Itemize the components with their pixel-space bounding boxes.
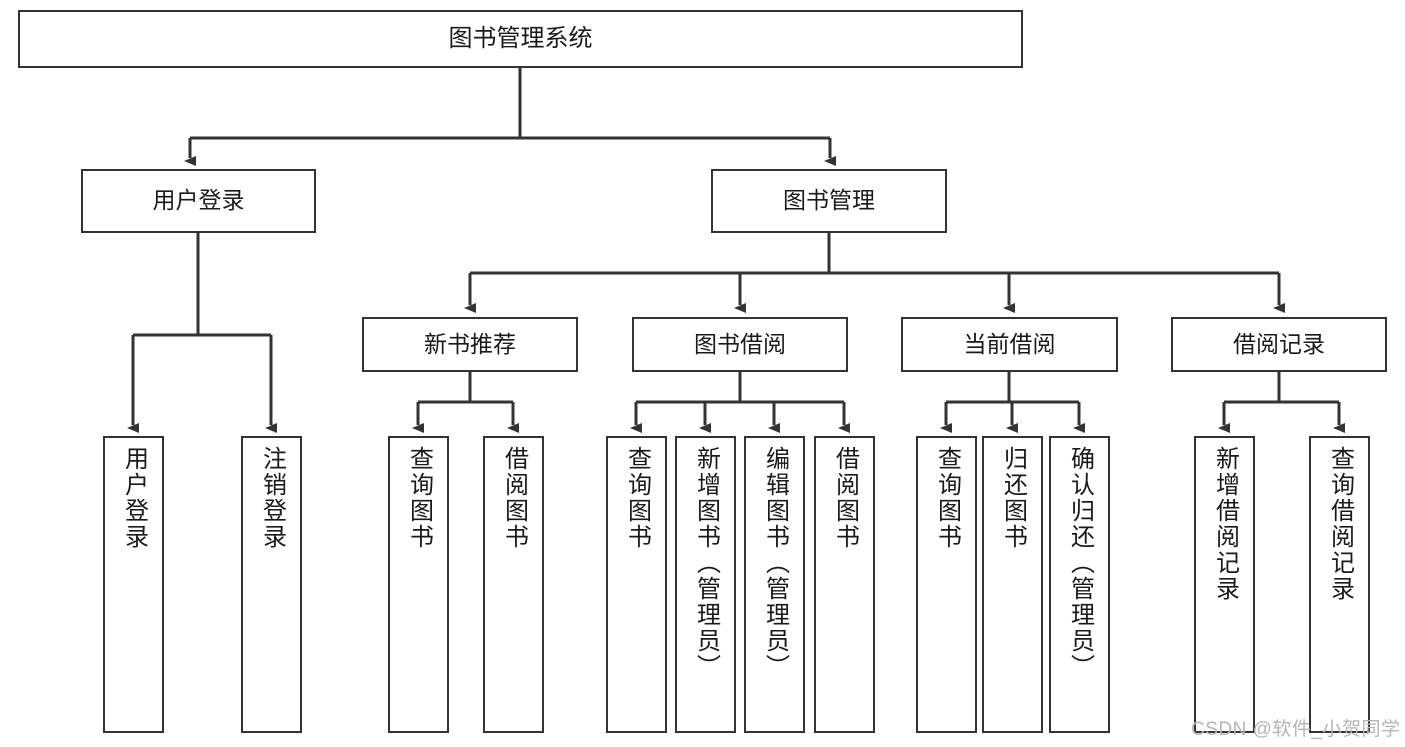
node-leaf-add-record-label: 新增借阅记录 [1211,446,1239,602]
node-root-label: 图书管理系统 [448,24,593,52]
node-user-login[interactable]: 用户登录 [81,169,316,233]
node-book-manage-label: 图书管理 [783,187,875,214]
node-leaf-borrow-book-1-label: 借阅图书 [500,446,528,550]
node-leaf-query-book-2-label: 查询图书 [623,446,651,550]
node-leaf-borrow-book-2-label: 借阅图书 [831,446,859,550]
node-leaf-borrow-book-2[interactable]: 借阅图书 [814,436,875,733]
node-leaf-user-login[interactable]: 用户登录 [103,436,164,733]
node-borrow-record[interactable]: 借阅记录 [1171,317,1387,372]
node-leaf-query-record[interactable]: 查询借阅记录 [1309,436,1370,733]
node-leaf-query-book-2[interactable]: 查询图书 [606,436,667,733]
node-user-login-label: 用户登录 [152,187,245,214]
node-borrow-record-label: 借阅记录 [1233,330,1325,357]
node-leaf-logout-login-label: 注销登录 [258,446,286,550]
node-leaf-edit-book-label: 编辑图书（管理员） [761,446,789,680]
node-leaf-query-book-3[interactable]: 查询图书 [916,436,977,733]
node-book-borrow-label: 图书借阅 [694,330,786,357]
node-leaf-return-book[interactable]: 归还图书 [982,436,1043,733]
node-leaf-confirm-return-label: 确认归还（管理员） [1066,446,1094,680]
node-leaf-confirm-return[interactable]: 确认归还（管理员） [1049,436,1110,733]
node-leaf-query-book-3-label: 查询图书 [933,446,961,550]
node-current-borrow-label: 当前借阅 [963,330,1056,357]
node-leaf-query-record-label: 查询借阅记录 [1326,446,1354,602]
node-leaf-edit-book[interactable]: 编辑图书（管理员） [744,436,805,733]
node-leaf-add-book-label: 新增图书（管理员） [692,446,720,680]
node-leaf-add-book[interactable]: 新增图书（管理员） [675,436,736,733]
node-new-book-rec-label: 新书推荐 [424,330,516,357]
node-new-book-rec[interactable]: 新书推荐 [362,317,578,372]
node-leaf-return-book-label: 归还图书 [999,446,1027,550]
node-leaf-add-record[interactable]: 新增借阅记录 [1194,436,1255,733]
node-book-manage[interactable]: 图书管理 [711,169,947,233]
node-leaf-borrow-book-1[interactable]: 借阅图书 [483,436,544,733]
node-root[interactable]: 图书管理系统 [18,10,1023,68]
node-leaf-query-book-1-label: 查询图书 [405,446,433,550]
node-leaf-query-book-1[interactable]: 查询图书 [388,436,449,733]
node-current-borrow[interactable]: 当前借阅 [901,317,1118,372]
watermark-text: CSDN @软件_小贺同学 [1191,719,1401,740]
node-leaf-user-login-label: 用户登录 [120,446,148,550]
node-leaf-logout-login[interactable]: 注销登录 [241,436,302,733]
node-book-borrow[interactable]: 图书借阅 [632,317,848,372]
